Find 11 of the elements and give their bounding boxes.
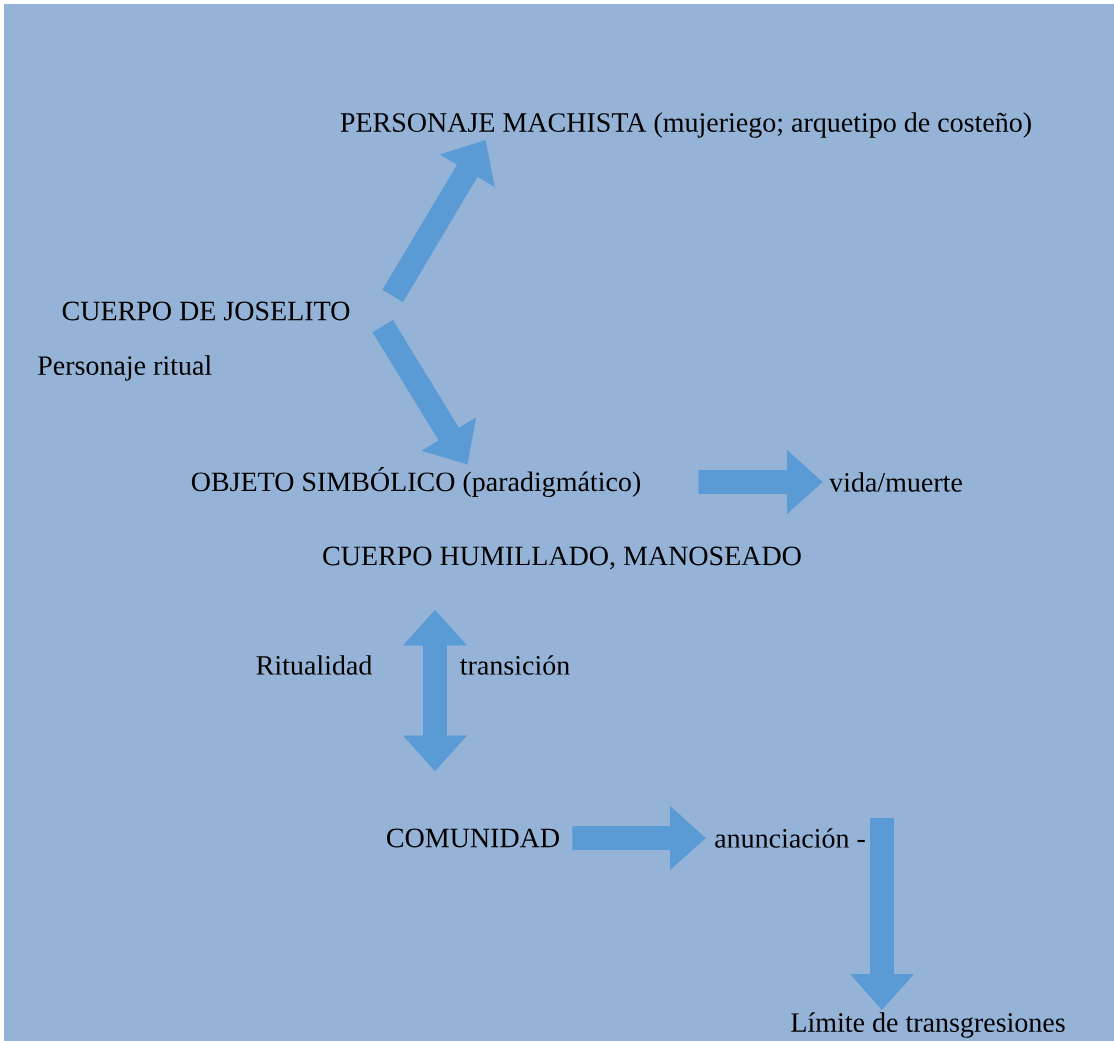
text-label: CUERPO HUMILLADO, MANOSEADO bbox=[323, 546, 801, 570]
text-label: CUERPO DE JOSELITO bbox=[62, 301, 350, 321]
text-label: COMUNIDAD bbox=[387, 828, 559, 848]
text-label: vida/muerte bbox=[829, 472, 962, 492]
edge-label: Ritualidad bbox=[256, 655, 372, 675]
text-label: transición bbox=[460, 655, 570, 675]
node-label: Personaje ritual bbox=[38, 355, 212, 381]
text-label: Límite de transgresiones bbox=[791, 1012, 1065, 1038]
text-label: PERSONAJE MACHISTA (mujeriego; arquetipo de costeño) bbox=[340, 112, 1031, 138]
text-label: OBJETO SIMBÓLICO (paradigmático) bbox=[191, 466, 640, 498]
text-label: anunciación - bbox=[715, 828, 865, 848]
